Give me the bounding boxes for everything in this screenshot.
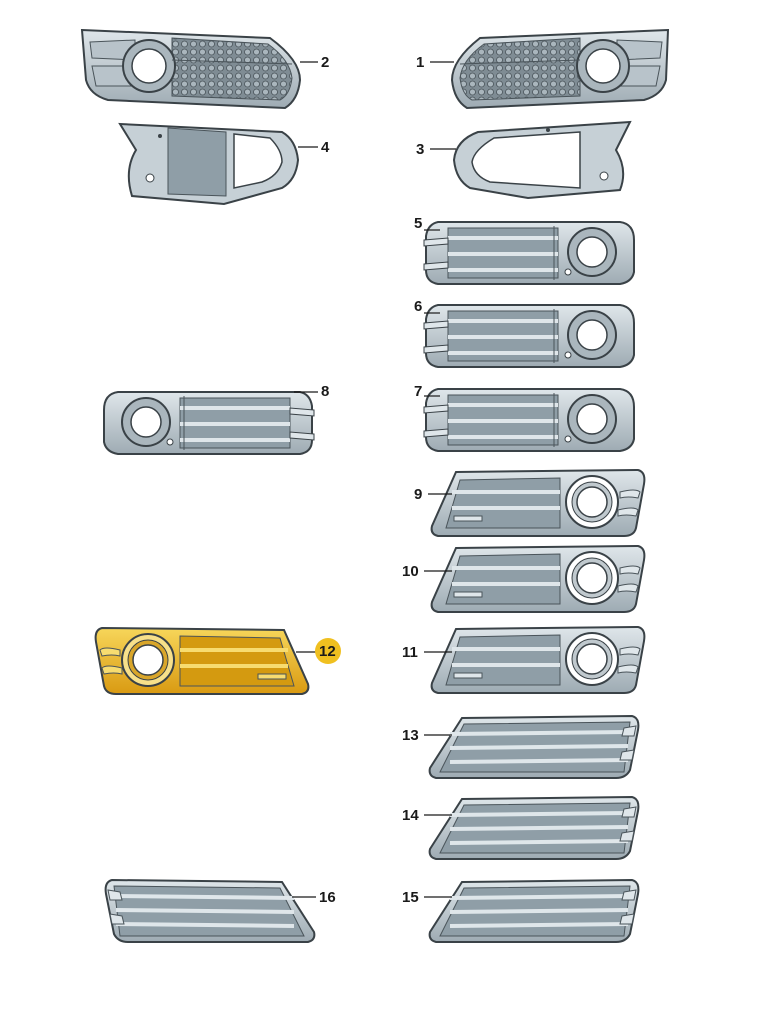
part-number-label: 6 <box>414 298 422 315</box>
part-8-slat-grille <box>103 391 315 455</box>
part-number-label: 11 <box>402 644 418 661</box>
part-number-label: 1 <box>416 54 424 71</box>
part-number-label: 10 <box>402 563 419 580</box>
callout-8: 8 <box>294 383 329 400</box>
part-11-slanted-grille <box>430 625 646 694</box>
callout-12: 12 <box>296 638 341 664</box>
part-14-closed-grille <box>428 795 640 860</box>
part-number-label: 8 <box>321 383 329 400</box>
slanted-grille-group <box>94 468 646 695</box>
part-4-mounting-frame <box>118 122 300 206</box>
callout-2: 2 <box>300 54 329 71</box>
part-10-slanted-grille <box>430 544 646 613</box>
callout-7: 7 <box>414 383 440 400</box>
callout-3: 3 <box>416 141 456 158</box>
callout-5: 5 <box>414 215 440 232</box>
part-13-closed-grille <box>428 714 640 779</box>
closed-grille-group <box>104 714 640 943</box>
part-number-label: 9 <box>414 486 422 503</box>
callout-1: 1 <box>416 54 454 71</box>
part-number-label: 13 <box>402 727 419 744</box>
part-number-label: 15 <box>402 889 419 906</box>
callout-9: 9 <box>414 486 452 503</box>
part-number-label: 12 <box>319 643 336 660</box>
part-number-label: 16 <box>319 889 336 906</box>
callout-6: 6 <box>414 298 440 315</box>
callout-14: 14 <box>402 807 452 824</box>
callout-16: 16 <box>292 889 336 906</box>
part-7-slat-grille <box>423 388 635 452</box>
part-number-label: 7 <box>414 383 422 400</box>
part-number-label: 4 <box>321 139 330 156</box>
part-15-closed-grille <box>428 878 640 943</box>
callout-10: 10 <box>402 563 452 580</box>
part-3-mounting-frame <box>452 120 632 200</box>
part-2-honeycomb-grille <box>80 28 302 110</box>
part-1-honeycomb-grille <box>450 28 670 110</box>
part-5-slat-grille <box>423 221 635 285</box>
callout-13: 13 <box>402 727 452 744</box>
part-16-closed-grille <box>104 878 316 943</box>
part-12-slanted-grille <box>94 626 310 695</box>
part-number-label: 3 <box>416 141 424 158</box>
callout-4: 4 <box>298 139 330 156</box>
part-6-slat-grille <box>423 304 635 368</box>
callout-11: 11 <box>402 644 452 661</box>
slat-grille-group <box>103 221 635 455</box>
part-number-label: 14 <box>402 807 419 824</box>
highlight-badge <box>315 638 341 664</box>
part-number-label: 5 <box>414 215 422 232</box>
callout-15: 15 <box>402 889 452 906</box>
part-9-slanted-grille <box>430 468 646 537</box>
part-number-label: 2 <box>321 54 329 71</box>
